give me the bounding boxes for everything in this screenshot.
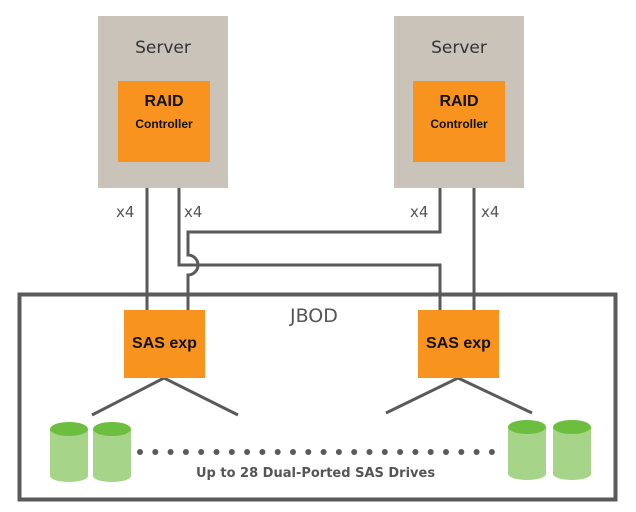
server-label: Server	[431, 38, 487, 58]
jbod-label: JBOD	[290, 305, 338, 327]
drive-icon	[93, 422, 131, 482]
raid-controller-1: RAID Controller	[118, 81, 210, 162]
ellipsis-dot	[167, 449, 174, 455]
drive-icon	[508, 420, 546, 480]
ellipsis-dot	[244, 449, 251, 455]
drive-icon	[553, 420, 591, 480]
jbod-enclosure	[17, 292, 618, 502]
ellipsis-dot	[443, 449, 449, 455]
drive-icon	[50, 422, 88, 482]
ellipsis-dot	[137, 449, 143, 455]
link-s1-exp2	[177, 162, 442, 310]
ellipsis-dot	[351, 449, 358, 455]
ellipsis-dot	[290, 449, 296, 455]
ellipsis-dot	[397, 449, 404, 455]
ellipsis-dot	[213, 449, 220, 455]
drive-ellipsis-dots	[137, 449, 495, 455]
ellipsis-dot	[473, 449, 480, 455]
link-width-label: x4	[481, 203, 500, 221]
controller-subtitle: Controller	[135, 117, 193, 131]
ellipsis-dot	[320, 449, 327, 455]
fanout-line	[385, 376, 459, 415]
ellipsis-dot	[305, 449, 312, 455]
ellipsis-dot	[152, 449, 159, 455]
ellipsis-dot	[335, 449, 342, 455]
link-width-label: x4	[184, 203, 203, 221]
link-width-label: x4	[410, 203, 429, 221]
drives-caption: Up to 28 Dual-Ported SAS Drives	[196, 466, 436, 481]
controller-title: RAID	[144, 93, 184, 110]
ellipsis-dot	[381, 449, 388, 455]
ellipsis-dot	[228, 449, 235, 455]
link-s2-exp1	[186, 162, 442, 310]
ellipsis-dot	[488, 449, 495, 455]
ellipsis-dot	[427, 449, 434, 455]
ellipsis-dot	[412, 449, 419, 455]
ellipsis-dot	[182, 449, 189, 455]
sas-expander-1: SAS exp	[124, 310, 205, 378]
raid-controller-2: RAID Controller	[413, 81, 505, 162]
ellipsis-dot	[274, 449, 281, 455]
ellipsis-dot	[198, 449, 205, 455]
ellipsis-dot	[259, 449, 266, 455]
drives	[50, 420, 591, 482]
fanout-line	[163, 376, 239, 417]
ellipsis-dot	[366, 449, 373, 455]
server-label: Server	[135, 38, 191, 58]
fanout-line	[91, 376, 165, 417]
sas-expander-2: SAS exp	[418, 310, 499, 378]
controller-title: RAID	[439, 93, 479, 110]
link-width-label: x4	[116, 203, 135, 221]
ellipsis-dot	[458, 449, 465, 455]
fanout-line	[457, 376, 533, 415]
controller-subtitle: Controller	[430, 117, 488, 131]
